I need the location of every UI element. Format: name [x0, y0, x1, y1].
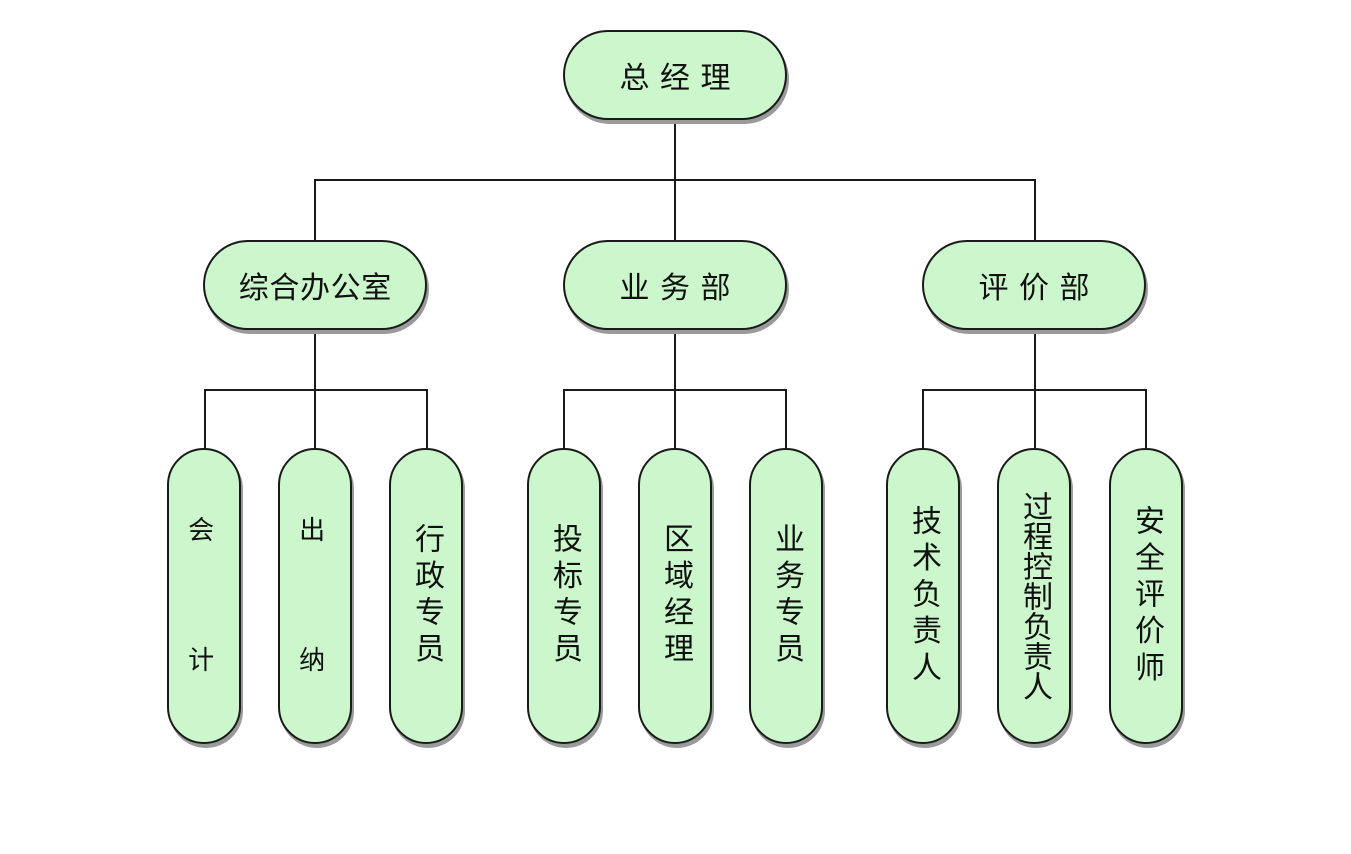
connector-to-accountant — [204, 389, 206, 448]
connector-to-bidding — [563, 389, 565, 448]
technical-lead-label: 技术负责人 — [906, 504, 941, 688]
bidding-staff-node: 投标专员 — [527, 448, 601, 744]
connector-to-business-staff — [785, 389, 787, 448]
connector-business-bus — [563, 389, 787, 391]
business-dept-label: 业务部 — [619, 271, 741, 306]
connector-to-office — [314, 179, 316, 240]
general-office-label: 综合办公室 — [238, 271, 392, 306]
accountant-label-top: 会 — [188, 516, 220, 546]
connector-to-technical — [922, 389, 924, 448]
connector-root-down — [674, 120, 676, 181]
safety-assessor-label: 安全评价师 — [1129, 504, 1164, 688]
connector-to-admin — [426, 389, 428, 448]
accountant-node: 会 计 — [167, 448, 241, 744]
regional-manager-label: 区域经理 — [658, 522, 693, 670]
business-staff-node: 业务专员 — [749, 448, 823, 744]
evaluation-dept-label: 评价部 — [978, 271, 1100, 306]
connector-evaluation-bus — [922, 389, 1147, 391]
cashier-label-top: 出 — [299, 516, 331, 546]
process-control-lead-node: 过程控制负责人 — [997, 448, 1071, 744]
connector-office-bus — [204, 389, 428, 391]
technical-lead-node: 技术负责人 — [886, 448, 960, 744]
cashier-node: 出 纳 — [278, 448, 352, 744]
general-manager-node: 总经理 — [563, 30, 787, 120]
evaluation-dept-node: 评价部 — [922, 240, 1146, 330]
business-dept-node: 业务部 — [563, 240, 787, 330]
bidding-staff-label: 投标专员 — [547, 522, 582, 670]
admin-staff-label: 行政专员 — [409, 522, 444, 670]
cashier-label-bottom: 纳 — [299, 646, 331, 676]
regional-manager-node: 区域经理 — [638, 448, 712, 744]
cashier-label: 出 纳 — [299, 518, 331, 674]
safety-assessor-node: 安全评价师 — [1109, 448, 1183, 744]
business-staff-label: 业务专员 — [769, 522, 804, 670]
connector-to-business — [674, 179, 676, 240]
connector-to-safety — [1145, 389, 1147, 448]
accountant-label: 会 计 — [188, 518, 220, 674]
process-control-lead-label: 过程控制负责人 — [1017, 491, 1052, 701]
general-office-node: 综合办公室 — [203, 240, 427, 330]
accountant-label-bottom: 计 — [188, 646, 220, 676]
admin-staff-node: 行政专员 — [389, 448, 463, 744]
general-manager-label: 总经理 — [619, 61, 741, 96]
connector-to-evaluation — [1034, 179, 1036, 240]
